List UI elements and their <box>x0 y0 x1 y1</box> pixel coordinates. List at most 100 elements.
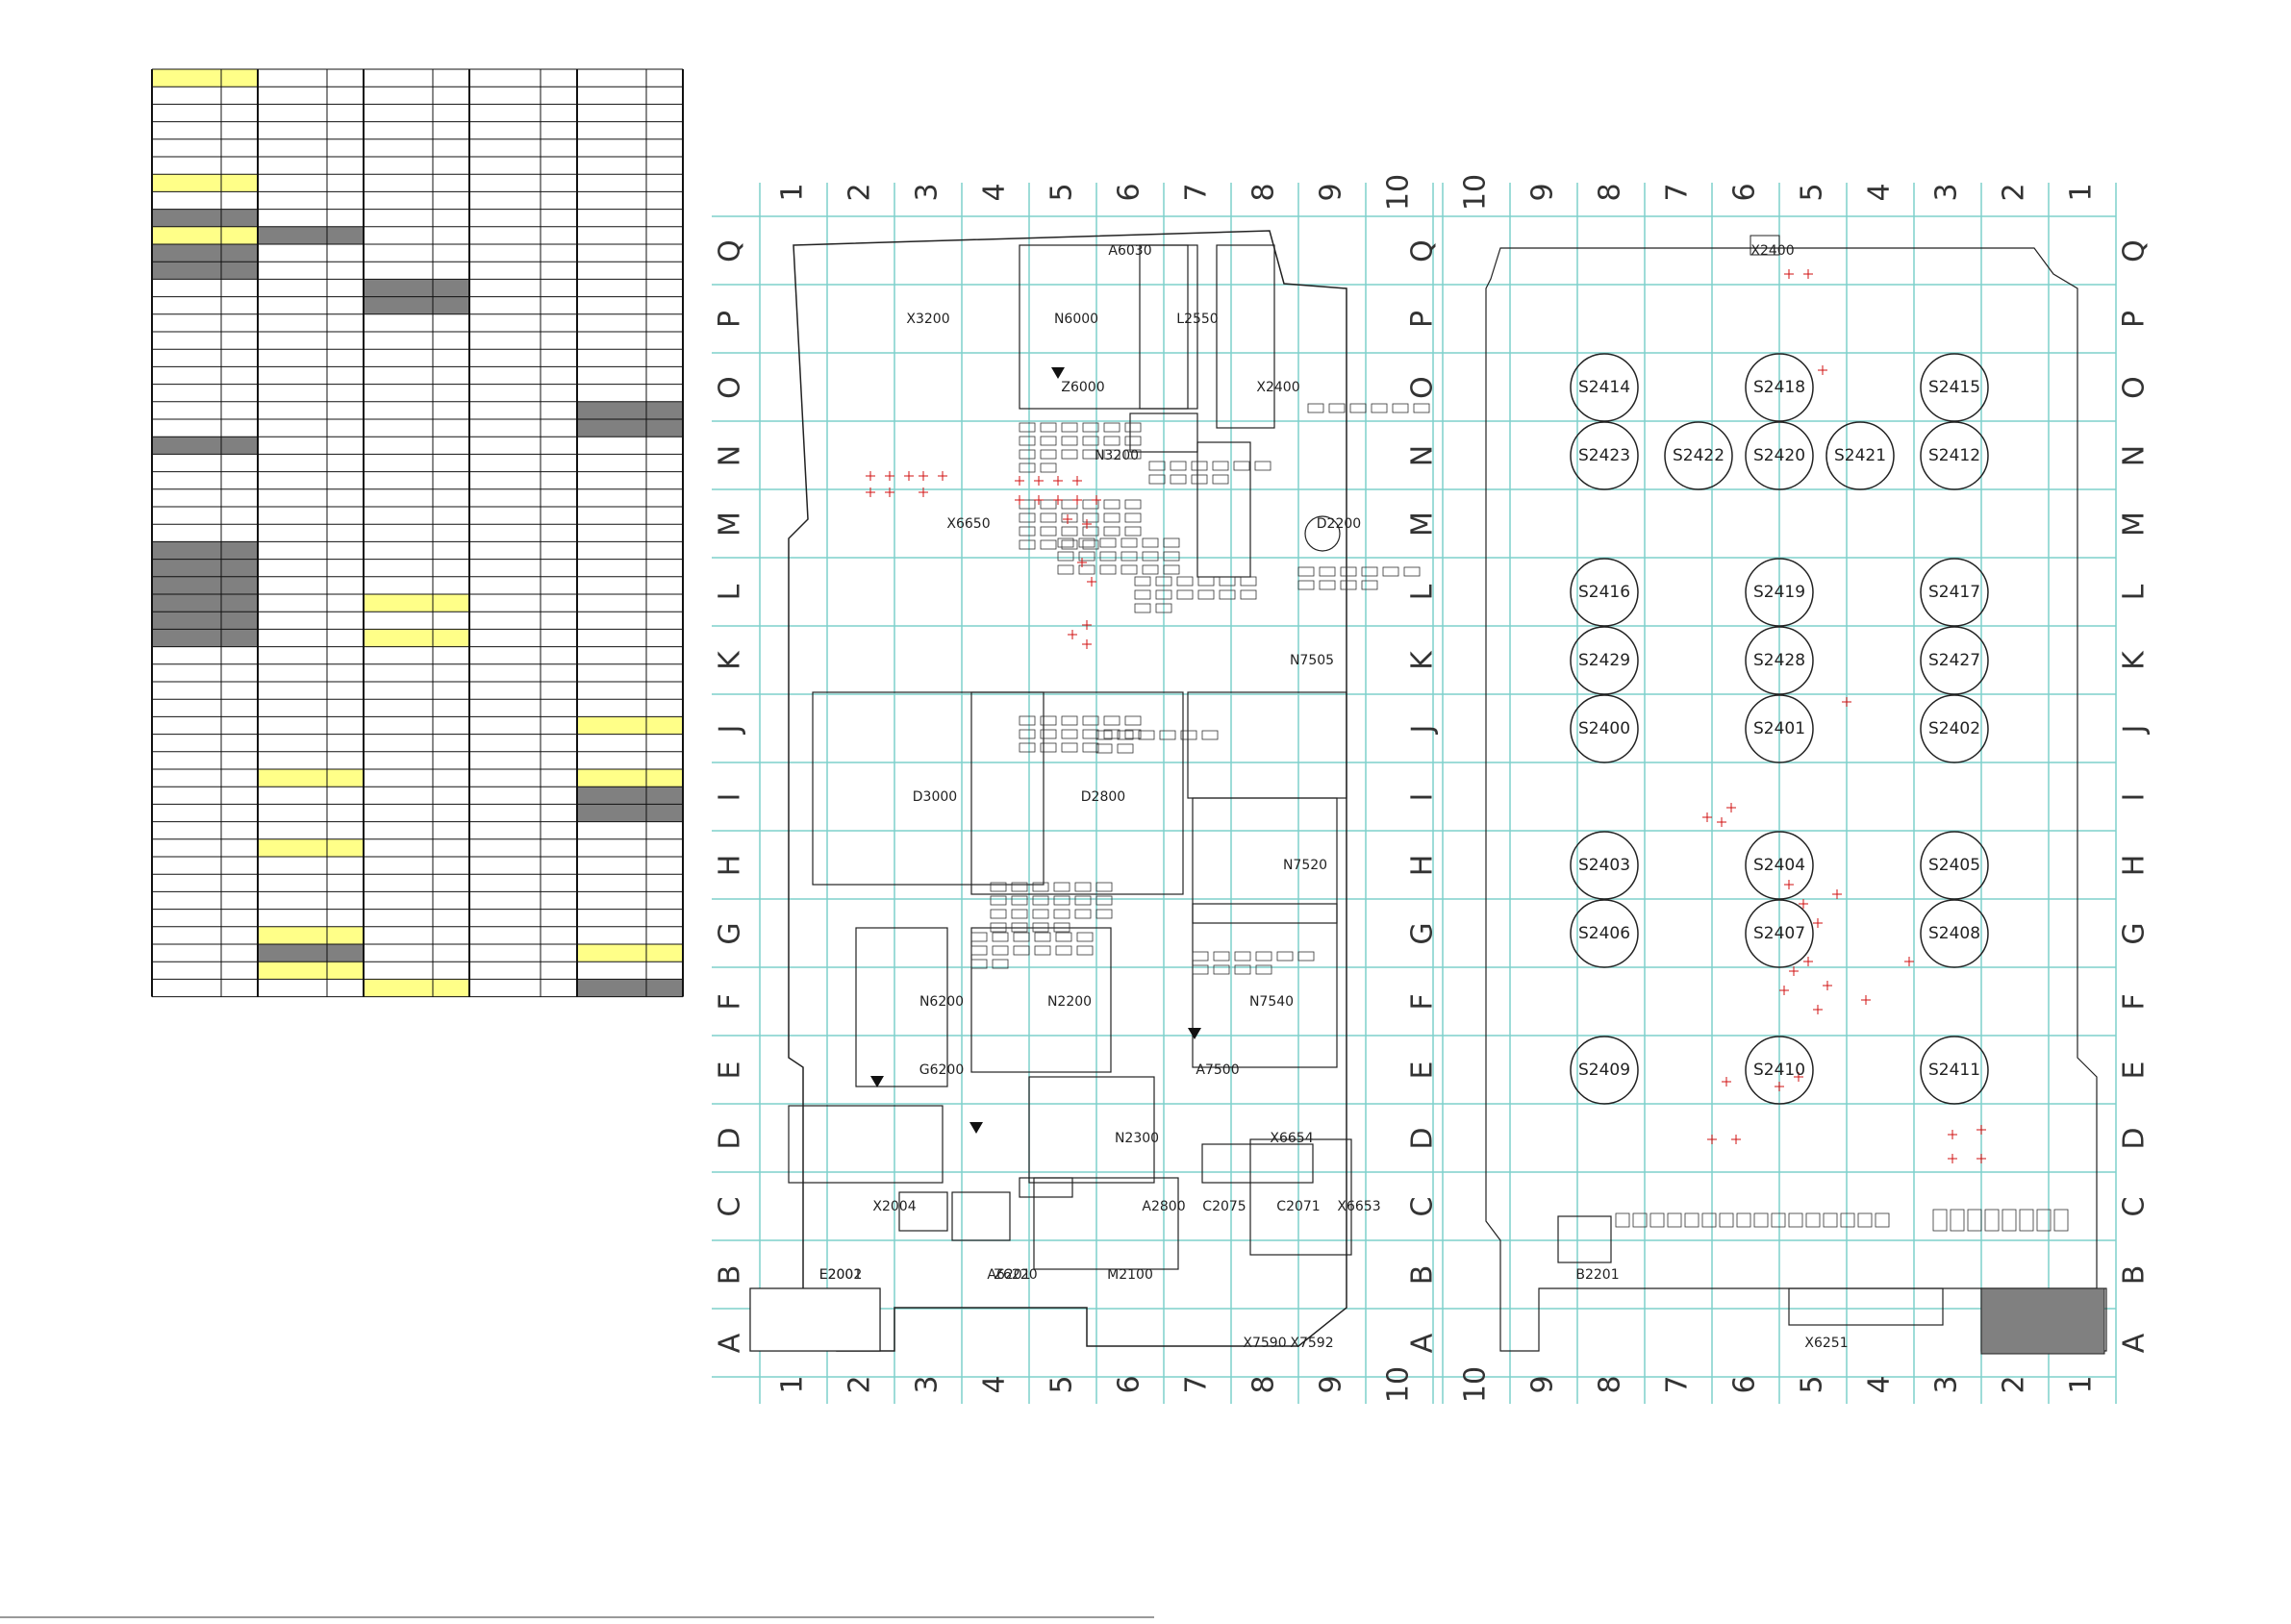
switch-designator: S2407 <box>1753 924 1805 943</box>
test-point-mark <box>1034 495 1044 505</box>
corner-block-right <box>1980 1287 2105 1355</box>
component-designator: D2800 <box>1081 789 1125 805</box>
smd-pad <box>1078 564 1095 575</box>
component-block <box>1187 691 1347 799</box>
component-designator: X2400 <box>1256 380 1299 395</box>
row-label-left: G <box>714 922 747 944</box>
row-label-left: Q <box>714 239 747 262</box>
test-point-mark <box>1976 1154 1986 1163</box>
smd-pad <box>1040 742 1057 753</box>
column-label-bottom: 4 <box>978 1375 1012 1393</box>
table-cell-highlight <box>258 838 364 857</box>
table-cell-highlight <box>258 944 364 962</box>
smd-pad <box>1932 1209 1948 1232</box>
table-cell-highlight <box>152 594 258 612</box>
component-designator: X6650 <box>946 516 990 532</box>
table-cell-highlight <box>577 716 683 735</box>
smd-pad <box>1095 909 1113 919</box>
smd-pad <box>990 895 1007 906</box>
smd-pad <box>1103 422 1120 433</box>
row-label-center: H <box>1406 855 1440 877</box>
component-block <box>788 1105 944 1184</box>
smd-pad <box>1055 945 1072 956</box>
row-label-left: D <box>714 1127 747 1149</box>
column-label-top: 3 <box>911 183 944 201</box>
smd-pad <box>1076 932 1094 942</box>
smd-pad <box>1032 882 1049 892</box>
smd-pad <box>1103 436 1120 446</box>
column-label-bottom: 7 <box>1180 1375 1214 1393</box>
smd-pad <box>1040 512 1057 523</box>
switch-designator: S2427 <box>1928 651 1980 670</box>
smd-pad <box>1055 932 1072 942</box>
component-block <box>1028 1076 1155 1184</box>
smd-pad <box>1099 551 1117 562</box>
pcb-bottom-side <box>1485 235 2105 1355</box>
column-label-top: 9 <box>1315 183 1348 201</box>
row-label-right: B <box>2118 1265 2152 1286</box>
smd-pad <box>1124 512 1142 523</box>
smd-pad <box>1771 1212 1786 1228</box>
smd-pad <box>1120 551 1138 562</box>
row-label-left: K <box>714 650 747 670</box>
row-label-right: L <box>2118 584 2152 600</box>
smd-pad <box>1061 526 1078 537</box>
table-cell-highlight <box>152 244 258 262</box>
column-label-top: 10 <box>1459 174 1493 211</box>
component-block <box>898 1191 948 1232</box>
smd-pad <box>1307 403 1324 413</box>
row-label-center: F <box>1406 993 1440 1010</box>
test-point-mark <box>1799 899 1808 909</box>
smd-pad <box>1103 499 1120 510</box>
smd-pad <box>1061 512 1078 523</box>
component-designator: N6000 <box>1054 312 1098 327</box>
switch-designator: S2405 <box>1928 856 1980 875</box>
smd-pad <box>1082 742 1099 753</box>
test-point-mark <box>885 487 894 497</box>
column-label-bottom: 6 <box>1728 1375 1762 1393</box>
row-label-left: B <box>714 1265 747 1286</box>
row-label-left: C <box>714 1197 747 1217</box>
test-point-mark <box>904 471 914 481</box>
row-label-center: B <box>1406 1265 1440 1286</box>
test-point-mark <box>1832 889 1842 899</box>
smd-pad <box>1057 537 1074 548</box>
smd-pad <box>1124 499 1142 510</box>
switch-designator: S2404 <box>1753 856 1805 875</box>
table-cell-highlight <box>152 576 258 594</box>
test-point-mark <box>1072 495 1082 505</box>
smd-pad <box>2036 1209 2052 1232</box>
row-label-center: G <box>1406 922 1440 944</box>
component-block <box>1201 1143 1314 1184</box>
column-label-top: 8 <box>1247 183 1281 201</box>
smd-pad <box>1040 526 1057 537</box>
row-label-left: J <box>714 725 747 736</box>
smd-pad <box>1319 580 1336 590</box>
component-block <box>855 927 948 1087</box>
smd-pad <box>1197 576 1215 587</box>
test-point-mark <box>1976 1125 1986 1135</box>
test-point-mark <box>1813 918 1823 928</box>
smd-pad <box>1095 882 1113 892</box>
test-point-mark <box>866 471 875 481</box>
smd-pad <box>1040 715 1057 726</box>
table-cell-highlight <box>364 979 469 997</box>
row-label-center: J <box>1406 725 1440 736</box>
column-label-top: 4 <box>1863 183 1897 201</box>
component-designator: C2071 <box>1276 1199 1320 1214</box>
smd-pad <box>1403 566 1421 577</box>
test-point-mark <box>1722 1077 1731 1087</box>
smd-pad <box>1074 882 1092 892</box>
component-designator: X7590 <box>1243 1336 1286 1351</box>
component-designator: A6201 <box>987 1267 1030 1283</box>
switch-designator: S2421 <box>1834 446 1886 465</box>
column-label-bottom: 1 <box>776 1375 810 1393</box>
test-point-mark <box>1082 519 1092 529</box>
smd-pad <box>1875 1212 1890 1228</box>
table-cell-highlight <box>152 262 258 280</box>
smd-pad <box>1967 1209 1982 1232</box>
smd-pad <box>1124 526 1142 537</box>
row-label-right: H <box>2118 855 2152 877</box>
smd-pad <box>1019 729 1036 739</box>
test-point-mark <box>1053 495 1063 505</box>
